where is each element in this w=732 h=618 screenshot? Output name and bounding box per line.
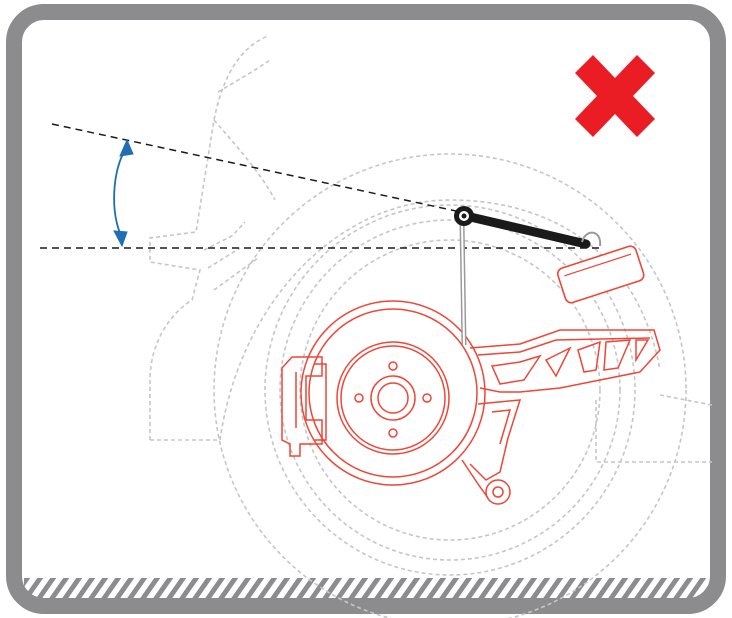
height-sensor xyxy=(454,206,645,346)
frame-border xyxy=(6,4,726,614)
cross-icon xyxy=(575,55,655,137)
double-arrow-icon xyxy=(113,138,134,248)
ground-hatch xyxy=(24,578,710,600)
suspension-assembly xyxy=(281,300,661,505)
reference-lines xyxy=(40,123,600,249)
